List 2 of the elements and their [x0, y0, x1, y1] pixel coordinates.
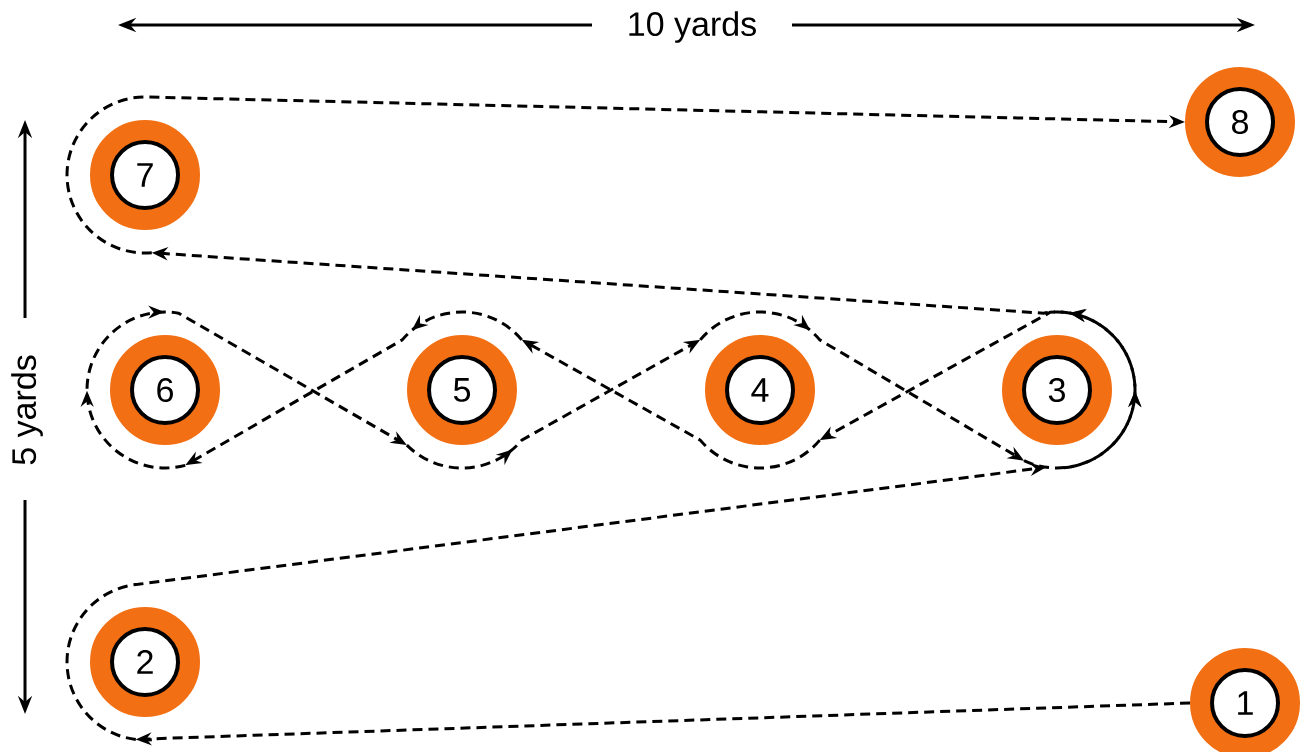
dimension-label: 10 yards	[629, 11, 756, 43]
dimension-label: 5 yards	[11, 355, 43, 465]
